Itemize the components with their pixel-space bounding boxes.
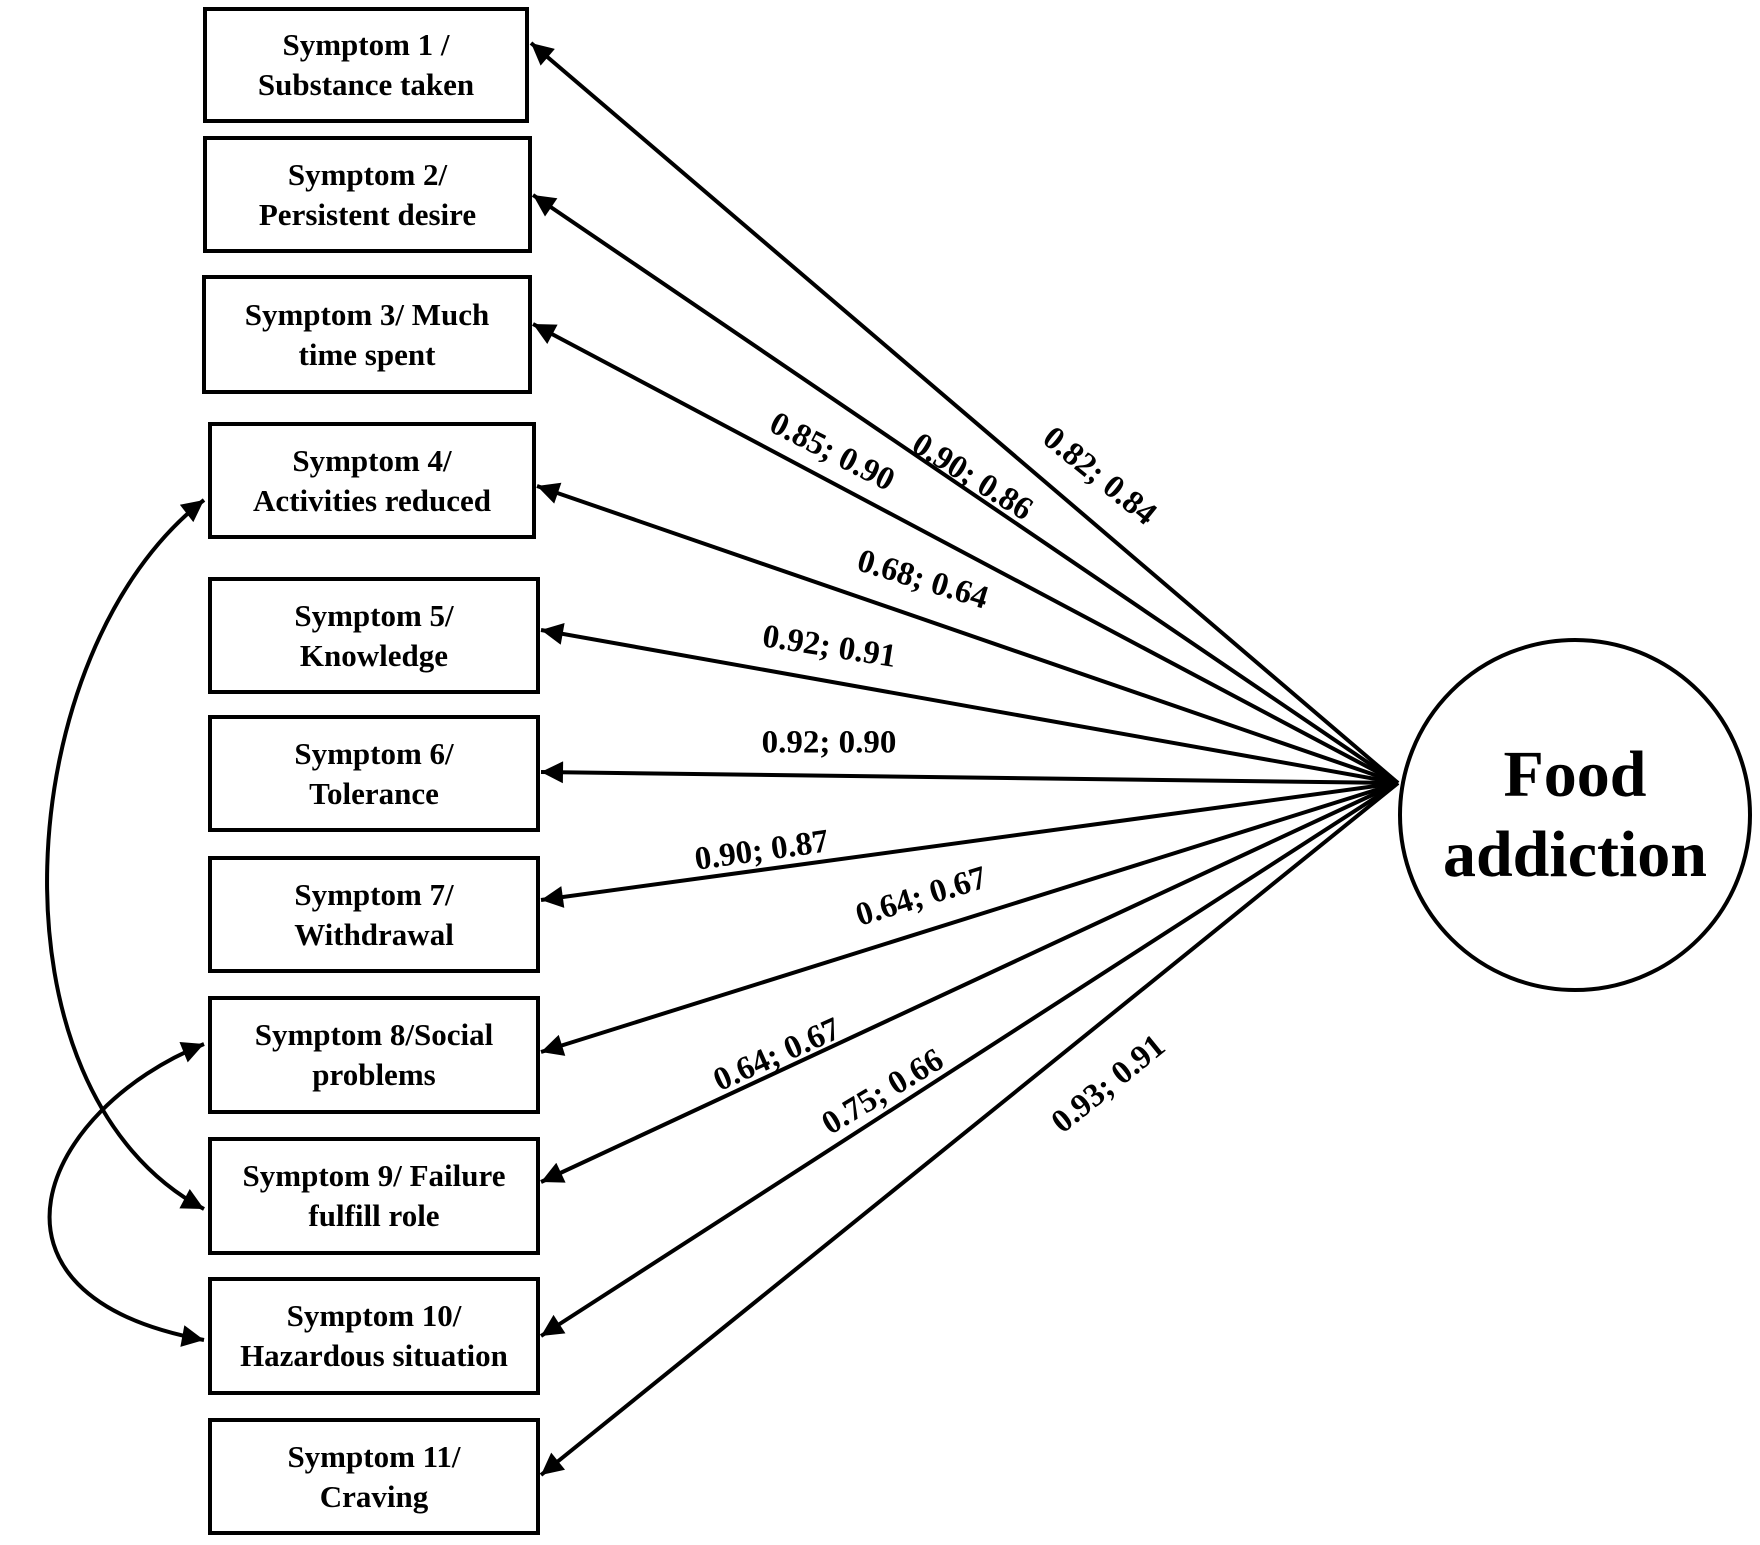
loading-label-symptom-8: 0.64; 0.67 <box>852 860 991 934</box>
symptom-6-box: Symptom 6/ Tolerance <box>208 715 540 832</box>
loading-arrow-symptom-6 <box>540 761 1399 785</box>
loading-label-symptom-11: 0.93; 0.91 <box>1045 1028 1172 1141</box>
loading-arrow-symptom-11 <box>539 781 1400 1477</box>
loading-label-symptom-5: 0.92; 0.91 <box>760 618 899 675</box>
loading-arrow-symptom-3 <box>532 322 1399 785</box>
symptom-11-box: Symptom 11/ Craving <box>208 1418 540 1535</box>
factor-food-addiction: Food addiction <box>1398 638 1752 992</box>
correlation-arrow-symptom-8-10 <box>47 1042 205 1347</box>
loading-label-symptom-10: 0.75; 0.66 <box>816 1042 950 1142</box>
symptom-1-box: Symptom 1 / Substance taken <box>203 7 529 123</box>
symptom-9-box: Symptom 9/ Failure fulfill role <box>208 1137 540 1255</box>
loading-arrow-symptom-7 <box>540 781 1399 908</box>
symptom-10-box: Symptom 10/ Hazardous situation <box>208 1277 540 1395</box>
symptom-3-box: Symptom 3/ Much time spent <box>202 275 532 394</box>
loading-label-symptom-6: 0.92; 0.90 <box>762 725 897 761</box>
loading-arrow-symptom-1 <box>529 41 1400 785</box>
loading-arrow-symptom-8 <box>540 781 1399 1056</box>
loading-arrow-symptom-10 <box>539 781 1400 1338</box>
loading-arrow-symptom-5 <box>540 623 1399 785</box>
symptom-5-box: Symptom 5/ Knowledge <box>208 577 540 694</box>
symptom-8-box: Symptom 8/Social problems <box>208 996 540 1114</box>
symptom-2-box: Symptom 2/ Persistent desire <box>203 136 532 253</box>
loading-label-symptom-2: 0.90; 0.86 <box>906 426 1039 528</box>
loading-arrow-symptom-2 <box>531 193 1400 785</box>
symptom-7-box: Symptom 7/ Withdrawal <box>208 856 540 973</box>
loading-label-symptom-4: 0.68; 0.64 <box>853 543 992 617</box>
loading-arrow-symptom-4 <box>536 482 1399 785</box>
loading-label-symptom-9: 0.64; 0.67 <box>708 1011 846 1099</box>
loading-label-symptom-1: 0.82; 0.84 <box>1036 420 1163 533</box>
symptom-4-box: Symptom 4/ Activities reduced <box>208 422 536 539</box>
loading-arrow-symptom-9 <box>540 781 1399 1184</box>
correlation-arrow-symptom-4-9 <box>45 498 206 1211</box>
